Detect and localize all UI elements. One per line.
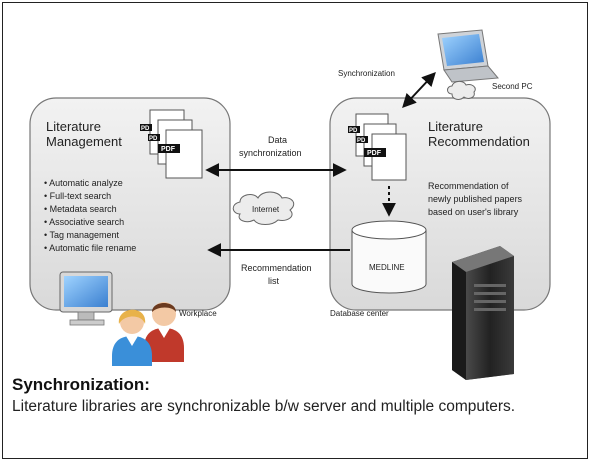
description-line: Recommendation of [428, 181, 509, 191]
description-line: newly published papers [428, 194, 523, 204]
rec-label-line1: Recommendation [241, 263, 312, 273]
feature-list: • Automatic analyze • Full-text search •… [44, 178, 136, 253]
left-title-line2: Management [46, 134, 122, 149]
feature-item: • Metadata search [44, 204, 117, 214]
feature-item: • Automatic file rename [44, 243, 136, 253]
left-title-line1: Literature [46, 119, 101, 134]
second-pc-label: Second PC [492, 82, 533, 91]
db-label: MEDLINE [369, 263, 405, 272]
description-line: based on user's library [428, 207, 519, 217]
right-pdf-label-1: PD [349, 128, 358, 134]
left-pdf-label-2: PD [149, 136, 158, 142]
laptop-icon [437, 29, 499, 83]
feature-item: • Automatic analyze [44, 178, 123, 188]
feature-item: • Tag management [44, 230, 120, 240]
caption-text: Literature libraries are synchronizable … [12, 398, 516, 415]
database-center-label: Database center [330, 309, 389, 318]
left-pdf-stack: PD PD PDF [140, 109, 203, 179]
desktop-monitor-icon [59, 271, 113, 326]
feature-item: • Full-text search [44, 191, 111, 201]
medline-database-icon: MEDLINE [351, 220, 427, 294]
left-pdf-label-1: PD [141, 126, 150, 132]
small-cloud-icon [447, 80, 476, 100]
users-icon [112, 302, 184, 366]
left-pdf-label-3: PDF [161, 146, 176, 153]
workplace-label: Workplace [179, 309, 217, 318]
right-pdf-label-2: PD [357, 138, 366, 144]
feature-item: • Associative search [44, 217, 124, 227]
caption-title: Synchronization: [12, 375, 150, 394]
server-icon [452, 246, 514, 380]
rec-label-line2: list [268, 276, 279, 286]
sync-label-line1: Data [268, 135, 287, 145]
pc-sync-label: Synchronization [338, 69, 395, 78]
recommendation-description: Recommendation of newly published papers… [428, 181, 523, 217]
internet-cloud-icon: Internet [232, 191, 295, 225]
sync-label-line2: synchronization [239, 148, 302, 158]
right-title-line2: Recommendation [428, 134, 530, 149]
right-pdf-stack: PD PD PDF [348, 113, 407, 181]
pc-sync-arrow [402, 71, 436, 109]
internet-label: Internet [252, 205, 280, 214]
right-title-line1: Literature [428, 119, 483, 134]
right-pdf-label-3: PDF [367, 150, 382, 157]
